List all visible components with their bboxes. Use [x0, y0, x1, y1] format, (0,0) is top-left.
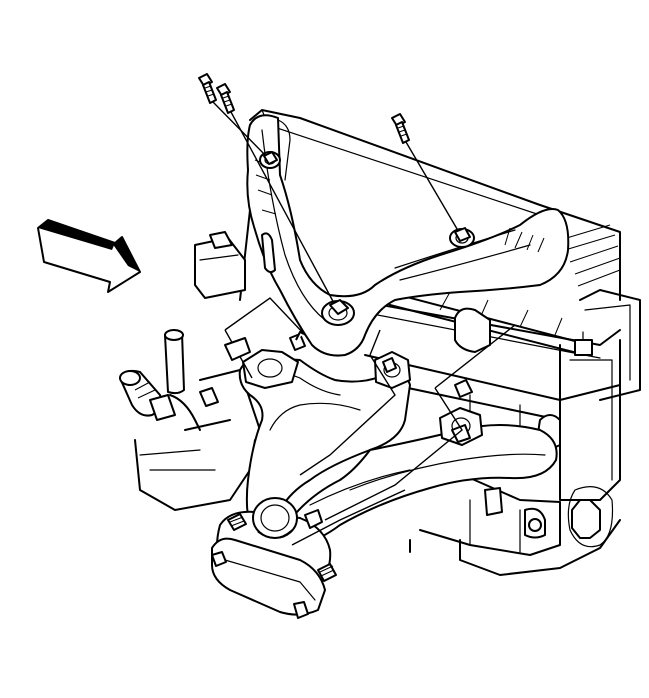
stud-icon	[211, 551, 227, 567]
stud-icon	[293, 601, 309, 619]
bolt-icon	[216, 83, 336, 306]
arrow-right-down-icon	[37, 219, 141, 293]
stud-icon	[317, 563, 337, 582]
coolant-pipe	[119, 329, 251, 431]
exhaust-manifold	[211, 331, 558, 619]
manifold-bolts	[198, 73, 471, 315]
stud-icon	[304, 509, 323, 529]
heat-shield	[246, 114, 570, 357]
bolt-icon	[454, 227, 471, 242]
bolt-icon	[391, 113, 461, 235]
bolt-icon	[263, 151, 278, 165]
engine-block	[134, 109, 641, 576]
bolt-icon	[329, 299, 349, 315]
stud-icon	[227, 513, 247, 531]
